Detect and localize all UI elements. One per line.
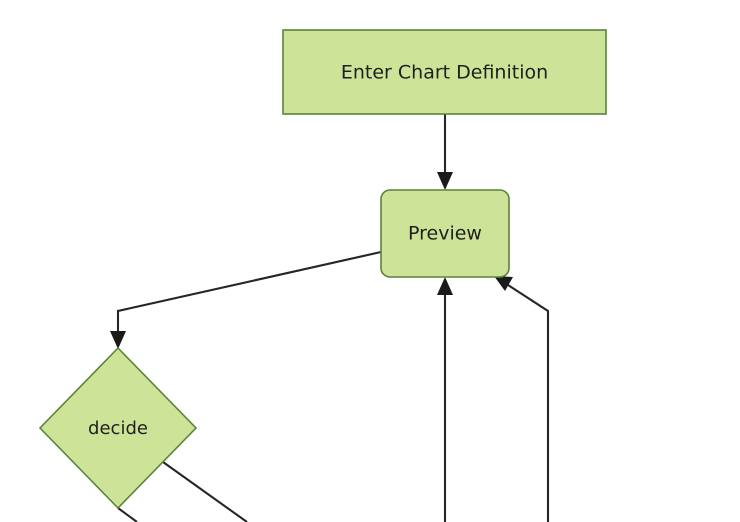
edge-line (117, 507, 138, 522)
node-shape-rounded-rectangle[interactable] (380, 189, 510, 278)
arrowhead-up-left-icon (494, 276, 513, 291)
node-shape-diamond[interactable] (38, 346, 198, 510)
node-enter-chart-definition[interactable]: Enter Chart Definition (282, 29, 607, 115)
edge-bottom-center-to-preview (437, 277, 453, 522)
edge-preview-to-decide (110, 250, 382, 349)
node-label-decide: decide (88, 418, 148, 439)
node-label-enter-chart-definition: Enter Chart Definition (341, 62, 548, 84)
node-preview[interactable]: Preview (380, 189, 510, 278)
edge-bottom-right-to-preview (494, 276, 550, 522)
edge-line (162, 461, 248, 522)
edge-enter-to-preview (437, 114, 453, 190)
edge-decide-branch-left (117, 507, 138, 522)
edge-line (504, 282, 550, 522)
node-label-preview: Preview (408, 223, 482, 245)
edge-decide-branch-right (162, 461, 248, 522)
arrowhead-down-icon (437, 172, 453, 190)
arrowhead-up-icon (437, 277, 453, 295)
node-shape-rectangle[interactable] (282, 29, 607, 115)
edge-line (116, 250, 382, 336)
node-decide[interactable]: decide (38, 346, 198, 510)
arrowhead-down-icon (110, 331, 126, 349)
